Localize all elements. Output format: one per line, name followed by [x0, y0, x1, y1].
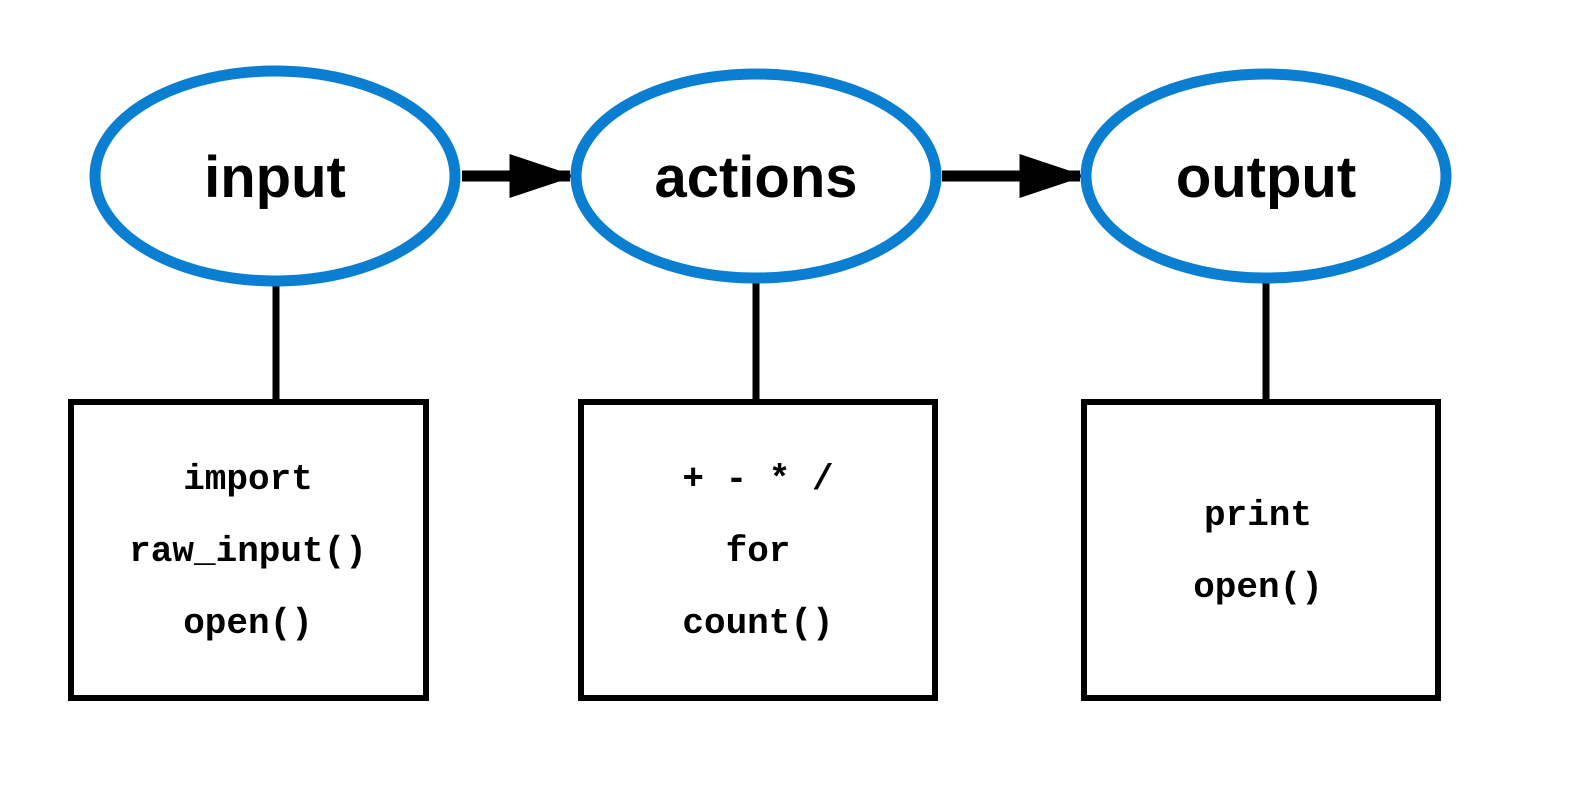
box-actions-line-3: count()	[682, 603, 833, 644]
box-actions-frame	[578, 399, 938, 701]
box-output-frame	[1081, 399, 1441, 701]
node-actions-ellipse	[570, 68, 942, 284]
box-actions-line-2: for	[726, 531, 791, 572]
node-output-label: output	[1176, 145, 1356, 210]
node-output-ellipse	[1080, 68, 1452, 284]
box-input-frame	[68, 399, 429, 701]
node-input-ellipse	[89, 65, 461, 287]
box-input-line-1: import	[183, 459, 313, 500]
box-output-line-1: print	[1204, 495, 1312, 536]
box-actions: + - * / for count()	[578, 399, 938, 701]
box-output-line-2: open()	[1193, 567, 1323, 608]
box-input: import raw_input() open()	[68, 399, 429, 701]
node-actions-label: actions	[654, 145, 857, 210]
box-input-line-3: open()	[183, 603, 313, 644]
node-input-label: input	[204, 145, 346, 210]
node-output: output	[1080, 68, 1452, 284]
node-actions: actions	[570, 68, 942, 284]
box-input-line-2: raw_input()	[129, 531, 367, 572]
box-output: print open()	[1081, 399, 1441, 701]
box-actions-line-1: + - * /	[682, 459, 833, 500]
node-input: input	[89, 65, 461, 287]
